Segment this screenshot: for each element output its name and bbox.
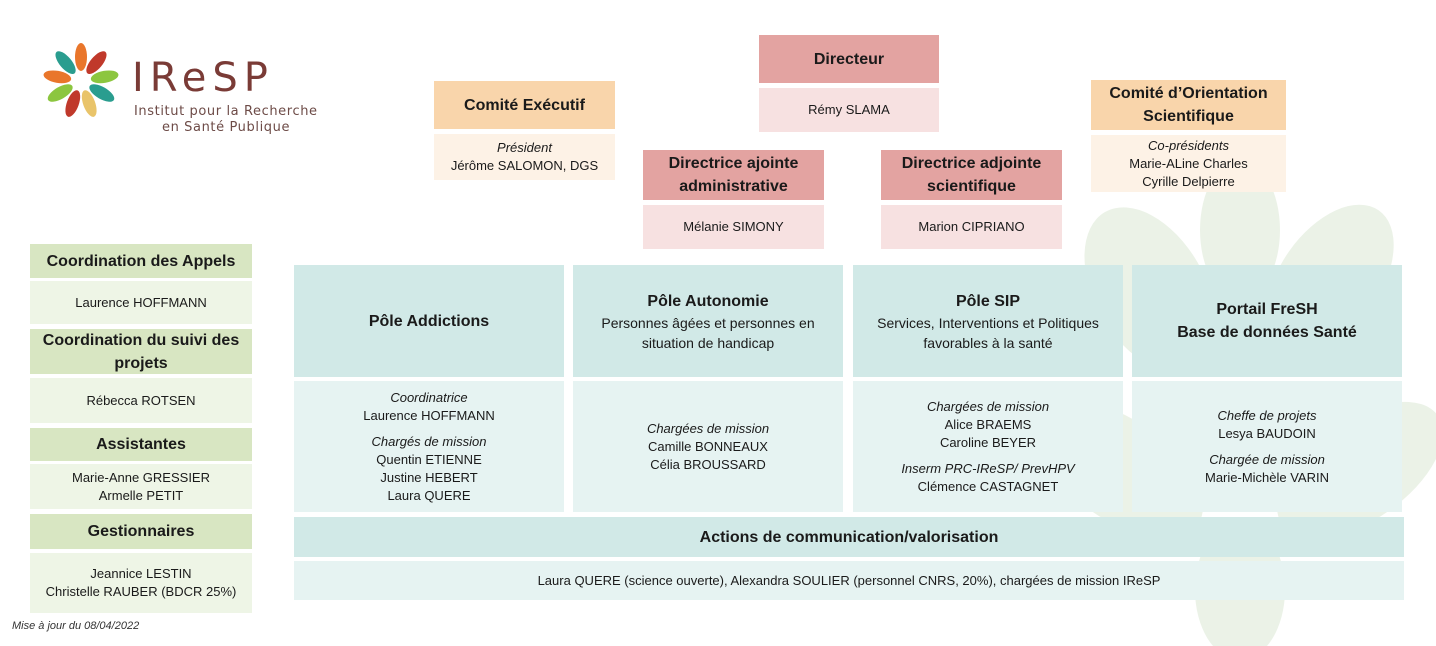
pole-sip-r1-name2: Caroline BEYER <box>939 434 1037 450</box>
comite-orientation-name1: Marie-ALine Charles <box>1129 155 1248 171</box>
iresp-flower-logo-icon <box>43 43 119 117</box>
assistantes-name1: Marie-Anne GRESSIER <box>72 469 210 485</box>
pole-sip-sub-line2: favorables à la santé <box>923 334 1053 351</box>
logo-tagline-line2: en Santé Publique <box>162 120 291 135</box>
coord-suivi-header: Coordination du suivi des projets <box>30 329 252 374</box>
pole-addictions-role2: Chargés de mission <box>371 433 487 449</box>
pole-fresh-r1-name1: Lesya BAUDOIN <box>1218 425 1316 441</box>
pole-sip-sub-line1: Services, Interventions et Politiques <box>877 314 1099 331</box>
pole-sip-role2: Inserm PRC-IReSP/ PrevHPV <box>901 460 1075 476</box>
pole-fresh-role1: Cheffe de projets <box>1217 407 1317 423</box>
comite-executif-title: Comité Exécutif <box>464 96 585 114</box>
pole-fresh-title-line2: Base de données Santé <box>1177 324 1357 341</box>
dir-sci-name: Marion CIPRIANO <box>918 219 1025 234</box>
coord-suivi-name: Rébecca ROTSEN <box>86 392 196 408</box>
coord-suivi-title-line1: Coordination du suivi des <box>42 331 240 349</box>
pole-sip-r2-name1: Clémence CASTAGNET <box>917 478 1059 494</box>
pole-addictions-body: Coordinatrice Laurence HOFFMANN Chargés … <box>294 381 564 512</box>
pole-fresh-r2-name1: Marie-Michèle VARIN <box>1204 469 1329 485</box>
pole-autonomie-r1-name2: Célia BROUSSARD <box>650 456 766 472</box>
gestionnaires-header: Gestionnaires <box>30 514 252 549</box>
dir-admin-name: Mélanie SIMONY <box>683 219 784 234</box>
assistantes-title: Assistantes <box>96 436 186 453</box>
pole-sip-title: Pôle SIP <box>955 292 1021 310</box>
pole-autonomie-r1-name1: Camille BONNEAUX <box>648 438 768 454</box>
pole-sip-r1-name1: Alice BRAEMS <box>944 416 1032 432</box>
pole-fresh-title-line1: Portail FreSH <box>1216 301 1318 318</box>
coord-appels-header: Coordination des Appels <box>30 244 252 278</box>
pole-sip-role1: Chargées de mission <box>926 398 1050 414</box>
dir-admin-title-line1: Directrice ajointe <box>668 155 799 172</box>
coord-appels-body: Laurence HOFFMANN <box>30 281 252 324</box>
directeur-title: Directeur <box>813 50 885 68</box>
communication-text: Laura QUERE (science ouverte), Alexandra… <box>537 572 1161 588</box>
pole-fresh-body: Cheffe de projets Lesya BAUDOIN Chargée … <box>1132 381 1402 512</box>
comite-executif-header: Comité Exécutif <box>434 81 615 129</box>
pole-autonomie-role1: Chargées de mission <box>646 420 770 436</box>
pole-addictions-r2-name3: Laura QUERE <box>387 487 471 503</box>
dir-sci-title-line2: scientifique <box>927 178 1016 195</box>
comite-orientation-body: Co-présidents Marie-ALine Charles Cyrill… <box>1091 135 1286 192</box>
comite-orientation-title-line1: Comité d’Orientation <box>1109 85 1268 102</box>
dir-admin-body: Mélanie SIMONY <box>643 205 824 249</box>
assistantes-header: Assistantes <box>30 428 252 461</box>
pole-fresh-header: Portail FreSH Base de données Santé <box>1132 265 1402 377</box>
assistantes-name2: Armelle PETIT <box>98 487 184 503</box>
logo-tagline-line1: Institut pour la Recherche <box>134 104 318 119</box>
pole-autonomie-sub-line2: situation de handicap <box>641 334 775 351</box>
gestionnaires-body: Jeannice LESTIN Christelle RAUBER (BDCR … <box>30 553 252 613</box>
pole-addictions-title: Pôle Addictions <box>368 312 490 330</box>
comite-orientation-role: Co-présidents <box>1148 137 1229 153</box>
dir-sci-header: Directrice adjointe scientifique <box>881 150 1062 200</box>
comite-executif-body: Président Jérôme SALOMON, DGS <box>434 134 615 180</box>
pole-autonomie-sub-line1: Personnes âgées et personnes en <box>601 314 815 331</box>
directeur-header: Directeur <box>759 35 939 83</box>
comite-executif-role: Président <box>497 140 552 155</box>
comite-executif-name: Jérôme SALOMON, DGS <box>450 158 599 173</box>
gestionnaires-name2: Christelle RAUBER (BDCR 25%) <box>45 584 237 599</box>
dir-sci-body: Marion CIPRIANO <box>881 205 1062 249</box>
coord-suivi-title-line2: projets <box>114 354 168 372</box>
comite-orientation-name2: Cyrille Delpierre <box>1142 173 1235 189</box>
assistantes-body: Marie-Anne GRESSIER Armelle PETIT <box>30 464 252 509</box>
dir-admin-title-line2: administrative <box>679 178 788 195</box>
pole-addictions-role1: Coordinatrice <box>390 389 468 405</box>
coord-appels-name: Laurence HOFFMANN <box>75 294 207 310</box>
communication-title: Actions de communication/valorisation <box>699 528 999 546</box>
dir-admin-header: Directrice ajointe administrative <box>643 150 824 200</box>
comite-orientation-title-line2: Scientifique <box>1143 108 1234 125</box>
pole-autonomie-title: Pôle Autonomie <box>647 292 769 310</box>
gestionnaires-title: Gestionnaires <box>87 523 195 540</box>
pole-addictions-header: Pôle Addictions <box>294 265 564 377</box>
dir-sci-title-line1: Directrice adjointe <box>901 155 1042 172</box>
update-date-note: Mise à jour du 08/04/2022 <box>12 620 140 632</box>
gestionnaires-name1: Jeannice LESTIN <box>90 566 192 581</box>
pole-autonomie-header: Pôle Autonomie Personnes âgées et person… <box>573 265 843 377</box>
pole-sip-body: Chargées de mission Alice BRAEMS Carolin… <box>853 381 1123 512</box>
pole-fresh-role2: Chargée de mission <box>1209 451 1325 467</box>
pole-addictions-r2-name2: Justine HEBERT <box>380 469 478 485</box>
coord-suivi-body: Rébecca ROTSEN <box>30 378 252 423</box>
pole-sip-header: Pôle SIP Services, Interventions et Poli… <box>853 265 1123 377</box>
pole-addictions-r1-name1: Laurence HOFFMANN <box>363 407 495 423</box>
coord-appels-title: Coordination des Appels <box>46 252 236 270</box>
communication-body: Laura QUERE (science ouverte), Alexandra… <box>294 561 1404 600</box>
pole-autonomie-body: Chargées de mission Camille BONNEAUX Cél… <box>573 381 843 512</box>
directeur-body: Rémy SLAMA <box>759 88 939 132</box>
pole-addictions-r2-name1: Quentin ETIENNE <box>376 451 482 467</box>
comite-orientation-header: Comité d’Orientation Scientifique <box>1091 80 1286 130</box>
directeur-name: Rémy SLAMA <box>808 102 890 117</box>
logo-wordmark: IReSP <box>132 55 274 101</box>
communication-header: Actions de communication/valorisation <box>294 517 1404 557</box>
